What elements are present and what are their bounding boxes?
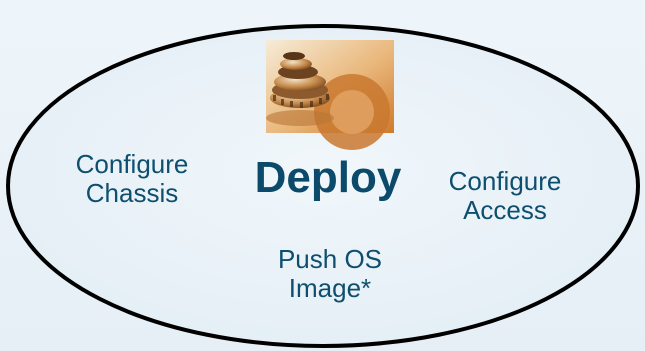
push-os-image-label: Push OS Image* (250, 244, 410, 304)
push-os-image-line1: Push OS (277, 244, 383, 274)
deploy-label: Deploy (254, 153, 402, 202)
deploy-ellipse (6, 24, 640, 348)
configure-chassis-label: Configure Chassis (57, 149, 207, 209)
configure-chassis-line2: Chassis (85, 178, 179, 209)
configure-access-line2: Access (463, 195, 547, 226)
configure-access-line1: Configure (448, 166, 562, 196)
push-os-image-line2: Image* (288, 273, 372, 304)
gears-photo-icon (266, 40, 394, 150)
configure-chassis-line1: Configure (75, 149, 189, 179)
configure-access-label: Configure Access (420, 166, 590, 226)
